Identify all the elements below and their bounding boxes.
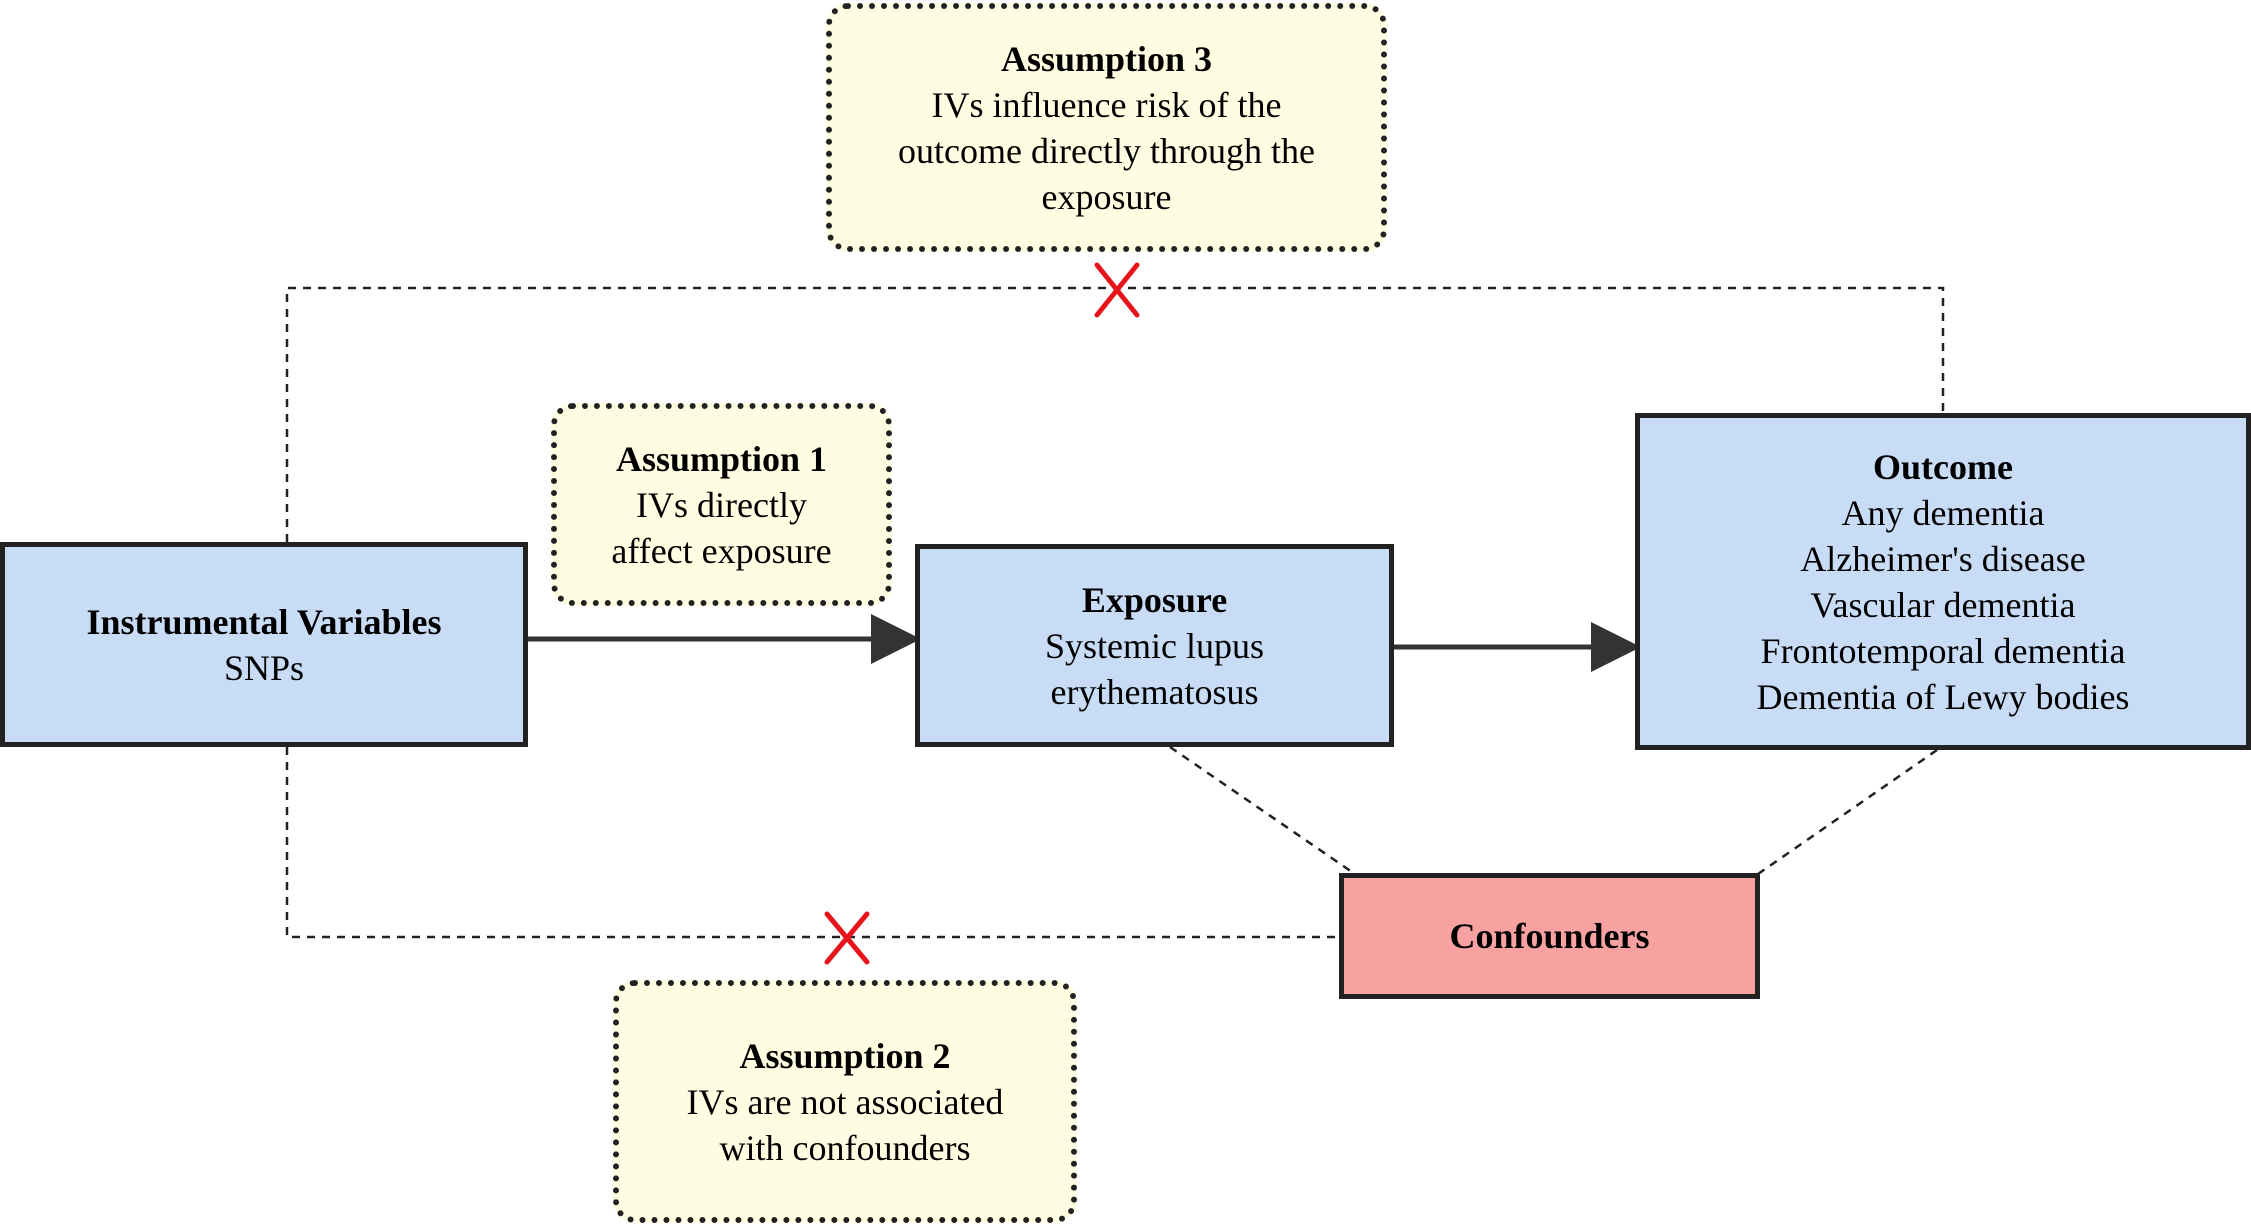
exposure-text-2: erythematosus [1050,671,1259,712]
exposure-title: Exposure [1081,579,1228,620]
exposure-text-1: Systemic lupus [1044,625,1264,666]
assumption-1-text-1: IVs directly [636,484,807,525]
dashed-path-iv-confounders [285,747,1340,939]
assumption-2-text-2: with confounders [719,1127,971,1168]
assumption-3-text-3: exposure [1041,176,1172,217]
assumption-1-title: Assumption 1 [615,438,828,479]
assumption-2-box: Assumption 2 IVs are not associated with… [613,980,1077,1223]
assumption-1-text-2: affect exposure [611,530,832,571]
assumption-3-box: Assumption 3 IVs influence risk of the o… [826,3,1387,252]
outcome-text-2: Alzheimer's disease [1800,538,2086,579]
assumption-1-box: Assumption 1 IVs directly affect exposur… [551,403,892,606]
assumption-2-text-1: IVs are not associated [686,1081,1004,1122]
instrumental-variables-text: SNPs [223,647,305,688]
assumption-3-title: Assumption 3 [1000,38,1213,79]
cross-mark-direct-path [1094,262,1140,318]
cross-mark-confounder-path [824,911,870,965]
outcome-text-1: Any dementia [1841,492,2045,533]
outcome-text-5: Dementia of Lewy bodies [1756,676,2130,717]
instrumental-variables-title: Instrumental Variables [86,601,442,642]
instrumental-variables-node: Instrumental Variables SNPs [0,542,528,747]
outcome-text-3: Vascular dementia [1810,584,2076,625]
dashed-link-outcome-confounders [1757,748,1938,876]
confounders-node: Confounders [1339,873,1760,999]
assumption-2-title: Assumption 2 [739,1035,951,1076]
outcome-node: Outcome Any dementia Alzheimer's disease… [1635,413,2251,750]
exposure-node: Exposure Systemic lupus erythematosus [915,544,1394,747]
dashed-link-exposure-confounders [1169,745,1353,874]
assumption-3-text-2: outcome directly through the [898,130,1315,171]
assumption-3-text-1: IVs influence risk of the [931,84,1282,125]
outcome-text-4: Frontotemporal dementia [1760,630,2126,671]
confounders-title: Confounders [1449,916,1650,956]
outcome-title: Outcome [1873,446,2013,487]
